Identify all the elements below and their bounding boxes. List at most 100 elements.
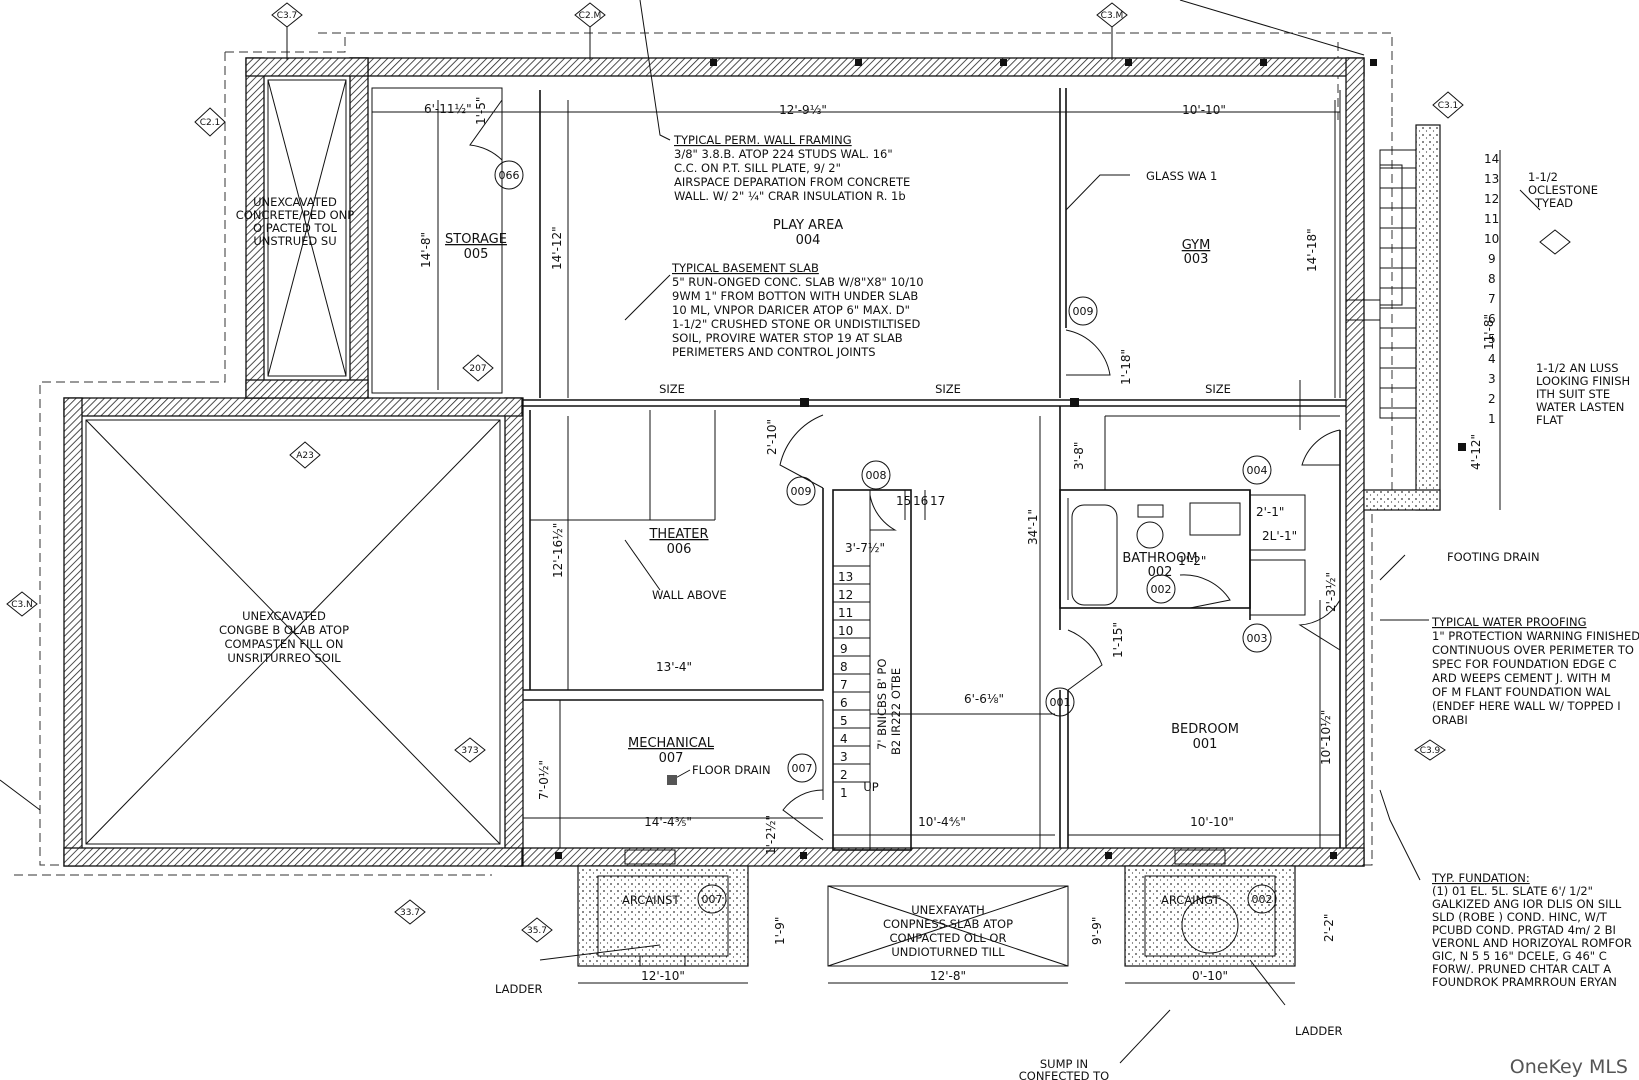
svg-text:8: 8 [1488,272,1496,286]
svg-text:1: 1 [1488,412,1496,426]
svg-text:009: 009 [1073,305,1094,318]
svg-text:9: 9 [1488,252,1496,266]
unexcavated-top-note: UNEXCAVATED CONCRETE/PED ONP O PACTED TO… [236,195,355,248]
foundation-walls [63,57,1441,867]
svg-text:AIRSPACE DEPARATION FROM CONCR: AIRSPACE DEPARATION FROM CONCRETE [674,175,910,189]
label-stair-note-1: 7' BNICBS B' PO [875,659,889,750]
dim-bed-h: 10'-10½" [1319,710,1333,765]
dim-aw-left-w: 12'-10" [641,969,685,983]
svg-text:207: 207 [469,364,486,374]
note-basement-slab: TYPICAL BASEMENT SLAB 5" RUN-ONGED CONC.… [671,261,924,359]
svg-text:CONGBE B OLAB ATOP: CONGBE B OLAB ATOP [219,623,349,637]
dim-1-18: 1'-18" [1119,349,1133,385]
dim-theater-w: 13'-4" [656,660,692,674]
svg-text:O PACTED TOL: O PACTED TOL [253,221,337,235]
label-colestone-2: OCLESTONE [1528,183,1598,197]
svg-text:9: 9 [840,642,848,656]
svg-text:SPEC FOR FOUNDATION EDGE C: SPEC FOR FOUNDATION EDGE C [1432,657,1617,671]
dim-hall-w: 10'-4⅘" [918,815,966,829]
svg-text:COMPASTEN FILL ON: COMPASTEN FILL ON [224,637,343,651]
door-tags [494,160,1277,914]
svg-text:009: 009 [791,485,812,498]
interior-stair [833,490,926,783]
svg-text:007: 007 [702,893,723,906]
svg-text:TYPICAL BASEMENT SLAB: TYPICAL BASEMENT SLAB [671,261,819,275]
label-wall-above: WALL ABOVE [652,588,727,602]
room-bedroom-num: 001 [1193,737,1218,752]
svg-text:C3.N: C3.N [11,600,33,610]
dim-aw-right-w: 0'-10" [1192,969,1228,983]
svg-text:12: 12 [838,588,853,602]
room-gym-name: GYM [1182,238,1211,253]
dim-gym-w: 10'-10" [1182,103,1226,117]
svg-text:PERIMETERS AND CONTROL JOINTS: PERIMETERS AND CONTROL JOINTS [672,345,876,359]
interior-lines [85,79,503,845]
room-storage-num: 005 [464,247,489,262]
svg-text:C3.M: C3.M [1101,11,1124,21]
door-swings [469,99,1341,841]
svg-text:FORW/. PRUNED CHTAR CALT A: FORW/. PRUNED CHTAR CALT A [1432,962,1611,976]
exterior-stair-numbers: 14 13 12 11 10 9 8 7 6 5 4 3 2 1 [1484,152,1499,426]
label-stair-note-2: B2 IR222 OTBE [889,668,903,755]
label-colestone-1: 1-1/2 [1528,170,1558,184]
watermark-text: OneKey MLS [1510,1056,1628,1078]
svg-text:12: 12 [1484,192,1499,206]
svg-text:4: 4 [1488,352,1496,366]
svg-text:9WM 1" FROM BOTTON WITH UNDER: 9WM 1" FROM BOTTON WITH UNDER SLAB [672,289,918,303]
svg-text:C2.M: C2.M [579,11,602,21]
dim-play-w: 12'-9⅓" [779,103,827,117]
svg-text:FLAT: FLAT [1536,413,1564,427]
dim-storage-w2: 1'-5" [474,97,488,125]
dim-aw-mid-h: 9'-9" [1090,917,1104,945]
svg-text:CONPNESS SLAB ATOP: CONPNESS SLAB ATOP [883,917,1013,931]
svg-text:2: 2 [1488,392,1496,406]
svg-text:LOOKING FINISH: LOOKING FINISH [1536,374,1630,388]
svg-text:UNEXCAVATED: UNEXCAVATED [242,609,326,623]
room-mechanical-num: 007 [659,751,684,766]
dim-1-20: 1'-2½" [764,815,778,855]
svg-text:TYPICAL PERM. WALL FRAMING: TYPICAL PERM. WALL FRAMING [673,133,852,147]
svg-text:UNSTRUED SU: UNSTRUED SU [253,234,336,248]
svg-text:ORABI: ORABI [1432,713,1468,727]
svg-text:001: 001 [1050,696,1071,709]
svg-text:5: 5 [840,714,848,728]
svg-text:WALL. W/ 2" ¼" CRAR INSULATION: WALL. W/ 2" ¼" CRAR INSULATION R. 1b [674,189,906,203]
svg-text:1-1/2 AN LUSS: 1-1/2 AN LUSS [1536,361,1619,375]
svg-text:A23: A23 [296,451,314,461]
label-size-3: SIZE [1205,382,1231,396]
label-stair-up: UP [863,780,878,794]
label-footing-drain: FOOTING DRAIN [1447,550,1540,564]
svg-text:GIC, N 5 5 16" DCELE, G 46" C: GIC, N 5 5 16" DCELE, G 46" C [1432,949,1607,963]
svg-text:CONTINUOUS OVER PERIMETER TO: CONTINUOUS OVER PERIMETER TO [1432,643,1634,657]
svg-text:004: 004 [1247,464,1268,477]
dim-mech-h: 7'-0½" [537,760,551,800]
label-glass-wall: GLASS WA 1 [1146,169,1217,183]
svg-text:33.7: 33.7 [400,908,420,918]
svg-text:002: 002 [1252,893,1273,906]
svg-text:10: 10 [838,624,853,638]
dim-3-8: 3'-8" [1072,442,1086,470]
room-mechanical-name: MECHANICAL [628,736,715,751]
svg-text:6: 6 [840,696,848,710]
svg-text:3/8" 3.8.B. ATOP 224 STUDS WAL: 3/8" 3.8.B. ATOP 224 STUDS WAL. 16" [674,147,893,161]
dim-theater-h: 12'-16½" [551,523,565,578]
svg-text:15: 15 [896,494,911,508]
svg-text:003: 003 [1247,632,1268,645]
svg-text:(ENDEF HERE WALL W/ TOPPED I: (ENDEF HERE WALL W/ TOPPED I [1432,699,1621,713]
svg-text:3: 3 [1488,372,1496,386]
dim-2-10: 2'-10" [765,419,779,455]
svg-text:VERONL AND HORIZOYAL ROMFOR: VERONL AND HORIZOYAL ROMFOR [1432,936,1632,950]
svg-text:(1) 01 EL. 5L. SLATE 6'/ 1/2": (1) 01 EL. 5L. SLATE 6'/ 1/2" [1432,884,1593,898]
svg-text:UNEXCAVATED: UNEXCAVATED [253,195,337,209]
dim-stoop-w: 4'-12" [1469,434,1483,470]
svg-text:008: 008 [866,469,887,482]
label-ladder-right: LADDER [1295,1024,1343,1038]
dim-storage-h: 14'-8" [419,232,433,268]
svg-text:TYP. FUNDATION:: TYP. FUNDATION: [1431,871,1530,885]
svg-text:5: 5 [1488,332,1496,346]
interior-stair-numbers: 13 12 11 10 9 8 7 6 5 4 3 2 1 15 16 17 [838,494,945,800]
svg-text:1" PROTECTION WARNING FINISHED: 1" PROTECTION WARNING FINISHED [1432,629,1639,643]
dim-2l-1: 2L'-1" [1262,529,1297,543]
dim-mech-w: 14'-4⅗" [644,815,692,829]
